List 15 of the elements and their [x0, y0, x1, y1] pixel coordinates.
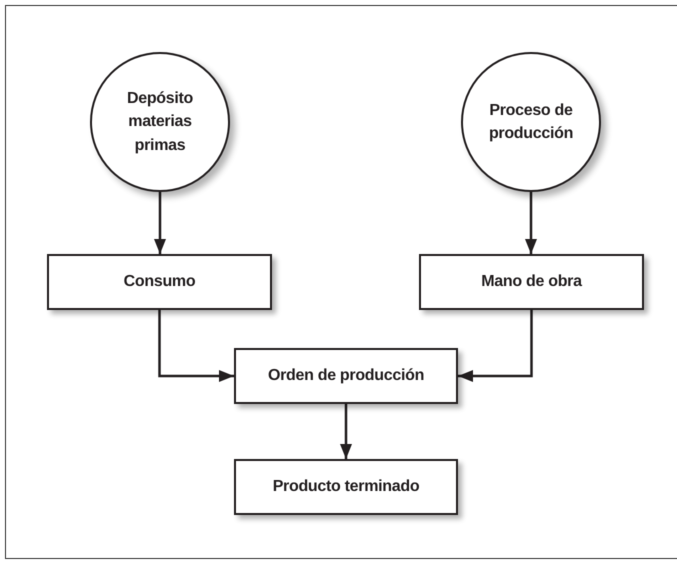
process-box: [234, 459, 458, 515]
arrow: [158, 310, 234, 382]
node-label: Orden de producción: [268, 366, 424, 386]
node-label: Mano de obra: [481, 272, 582, 292]
arrow: [154, 192, 166, 254]
process-box: [234, 348, 458, 404]
node-label: Proceso de producción: [488, 100, 574, 144]
node-label: Producto terminado: [272, 477, 420, 498]
node-label: Consumo: [124, 272, 196, 292]
arrow: [458, 310, 533, 382]
process-box: [419, 254, 644, 310]
process-box: [47, 254, 272, 310]
arrow: [525, 192, 537, 254]
node-label: Depósito materias primas: [126, 89, 194, 156]
arrow: [340, 404, 352, 459]
